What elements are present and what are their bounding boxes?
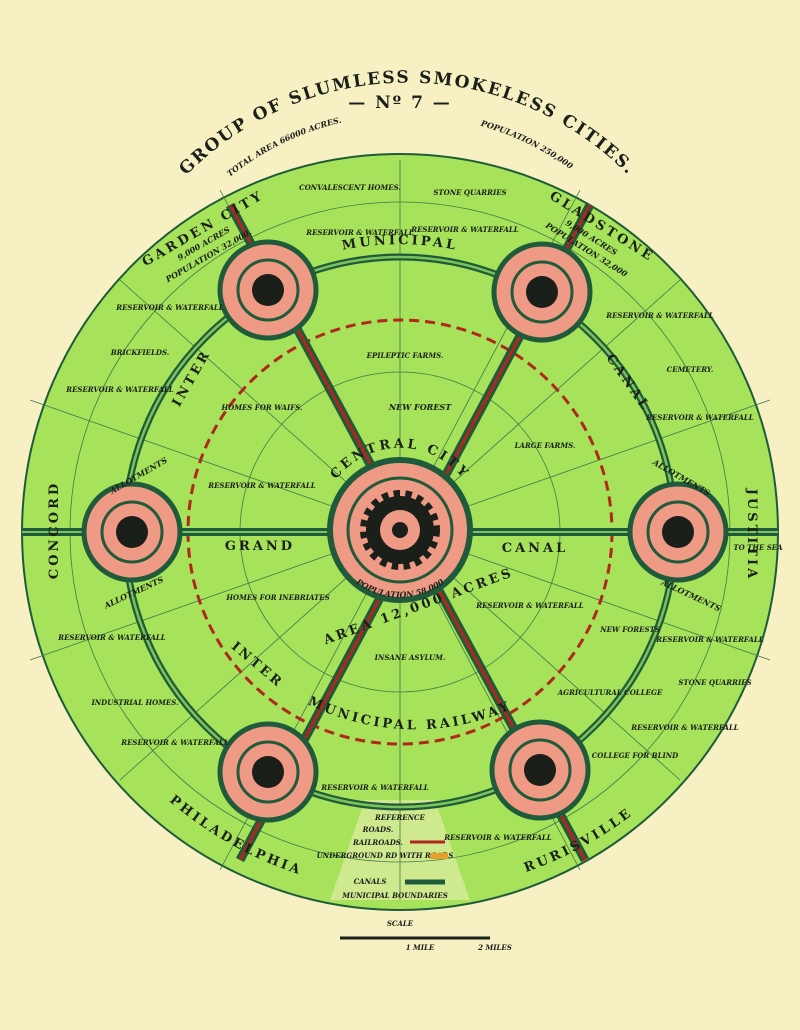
reservoir-label-1: RESERVOIR & WATERFALL (305, 228, 414, 237)
legend-railroads: RAILROADS. (352, 838, 403, 847)
legend-roads: ROADS. (362, 825, 394, 834)
reservoir-label-7: RESERVOIR & WATERFALL (207, 481, 316, 490)
reservoir-label-2: RESERVOIR & WATERFALL (410, 225, 519, 234)
city-justitia (627, 481, 729, 583)
insane-asylum-label: INSANE ASYLUM. (374, 653, 446, 662)
convalescent-homes-label: CONVALESCENT HOMES. (299, 183, 401, 192)
legend-underground: UNDERGROUND RD WITH ROADS (317, 851, 454, 860)
concord-name: CONCORD (47, 481, 62, 579)
city-philadelphia (217, 721, 319, 823)
legend-municipal: MUNICIPAL BOUNDARIES (341, 891, 448, 900)
reservoir-label-10: RESERVOIR & WATERFALL (655, 635, 764, 644)
reservoir-label-14: RESERVOIR & WATERFALL (443, 833, 552, 842)
legend-scale-1: 1 MILE (406, 943, 435, 952)
stone-quarries-2-label: STONE QUARRIES (678, 678, 751, 687)
agricultural-college-label: AGRICULTURAL COLLEGE (557, 688, 663, 697)
legend-reference: REFERENCE (374, 813, 426, 822)
legend-scale-2: 2 MILES (477, 943, 512, 952)
grand-label: GRAND (225, 539, 295, 554)
city-gladstone (491, 241, 593, 343)
new-forests-label: NEW FORESTS (599, 625, 660, 634)
brickfields-label: BRICKFIELDS. (110, 348, 169, 357)
reservoir-label-3: RESERVOIR & WATERFALL (115, 303, 224, 312)
large-farms-label: LARGE FARMS. (514, 441, 576, 450)
reservoir-label-8: RESERVOIR & WATERFALL (475, 601, 584, 610)
legend-scale: SCALE (387, 919, 414, 928)
reservoir-label-6: RESERVOIR & WATERFALL (645, 413, 754, 422)
reservoir-label-4: RESERVOIR & WATERFALL (605, 311, 714, 320)
city-rurisville (489, 719, 591, 821)
legend-underground-swatch (430, 853, 448, 859)
epileptic-farms-label: EPILEPTIC FARMS. (366, 351, 444, 360)
college-blind-label: COLLEGE FOR BLIND (592, 751, 679, 760)
cemetery-label: CEMETERY. (667, 365, 714, 374)
new-forest-label: NEW FOREST (388, 402, 452, 412)
central-city (327, 457, 473, 603)
reservoir-label-12: RESERVOIR & WATERFALL (630, 723, 739, 732)
justitia-name: JUSTITIA (744, 488, 759, 581)
legend: REFERENCE ROADS. RAILROADS. UNDERGROUND … (317, 813, 512, 952)
homes-waifs-label: HOMES FOR WAIFS. (221, 403, 303, 412)
stone-quarries-label: STONE QUARRIES (433, 188, 506, 197)
canal-mid-label: CANAL (502, 541, 569, 556)
reservoir-label-11: RESERVOIR & WATERFALL (120, 738, 229, 747)
reservoir-label-13: RESERVOIR & WATERFALL (320, 783, 429, 792)
legend-canals: CANALS (354, 877, 387, 886)
to-the-sea-label: TO THE SEA (733, 543, 783, 552)
reservoir-label-9: RESERVOIR & WATERFALL (57, 633, 166, 642)
plate-number: — Nº 7 — (348, 93, 452, 113)
city-concord (81, 481, 183, 583)
industrial-homes-label: INDUSTRIAL HOMES. (90, 698, 178, 707)
municipal-top-label: MUNICIPAL (341, 233, 459, 254)
city-garden-city (217, 239, 319, 341)
homes-inebriates-label: HOMES FOR INEBRIATES (225, 593, 329, 602)
reservoir-label-5: RESERVOIR & WATERFALL (65, 385, 174, 394)
